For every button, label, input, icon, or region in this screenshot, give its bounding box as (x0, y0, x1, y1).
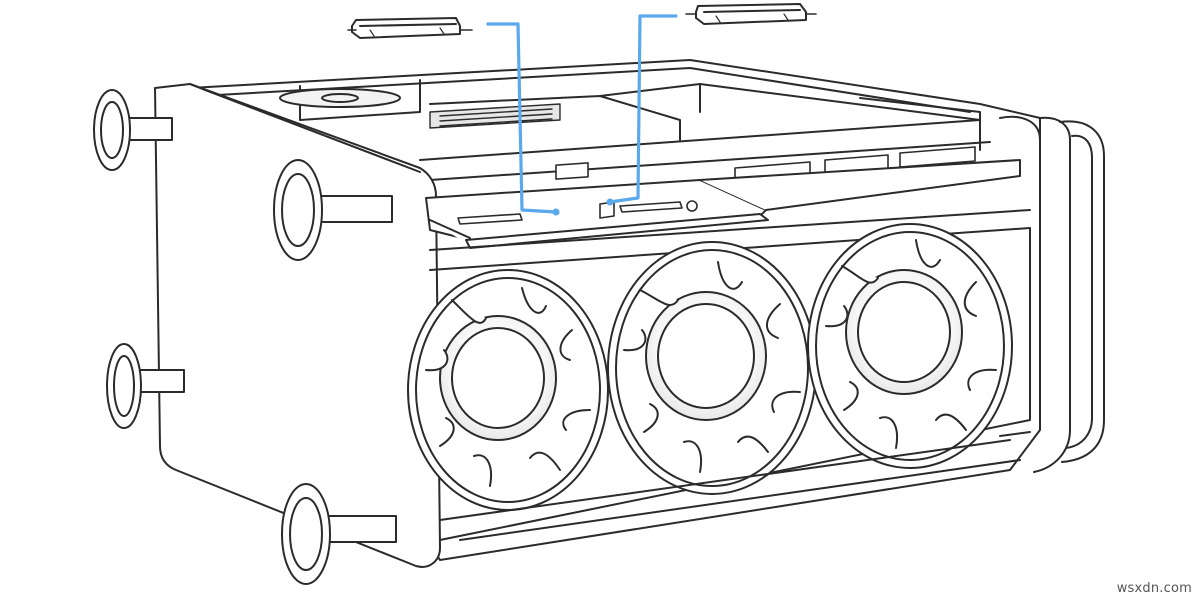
install-guide-lines (486, 14, 678, 214)
fan-center (607, 241, 817, 495)
ssd-module-left (347, 17, 473, 39)
guide-dot-right (606, 198, 614, 206)
right-handle (999, 115, 1105, 473)
fan-left (407, 269, 609, 511)
guide-line-right (608, 14, 678, 204)
foot-bottom-left (106, 343, 185, 429)
guide-line-left (486, 22, 558, 214)
fan-right (807, 223, 1013, 469)
bottom-rail (439, 439, 1021, 541)
watermark: wsxdn.com (1116, 581, 1192, 596)
guide-dot-left (552, 208, 560, 216)
ssd-connectors (457, 162, 698, 225)
module-rail (425, 159, 1021, 249)
top-grille (429, 103, 561, 129)
ssd-module-right (685, 3, 817, 25)
foot-top-left (93, 89, 173, 171)
guide-dots (552, 198, 614, 216)
chassis-feet (93, 89, 397, 585)
foot-top-right (273, 159, 393, 261)
foot-bottom-right (281, 483, 397, 585)
top-vent (279, 88, 401, 108)
chassis-frame (189, 59, 1041, 561)
